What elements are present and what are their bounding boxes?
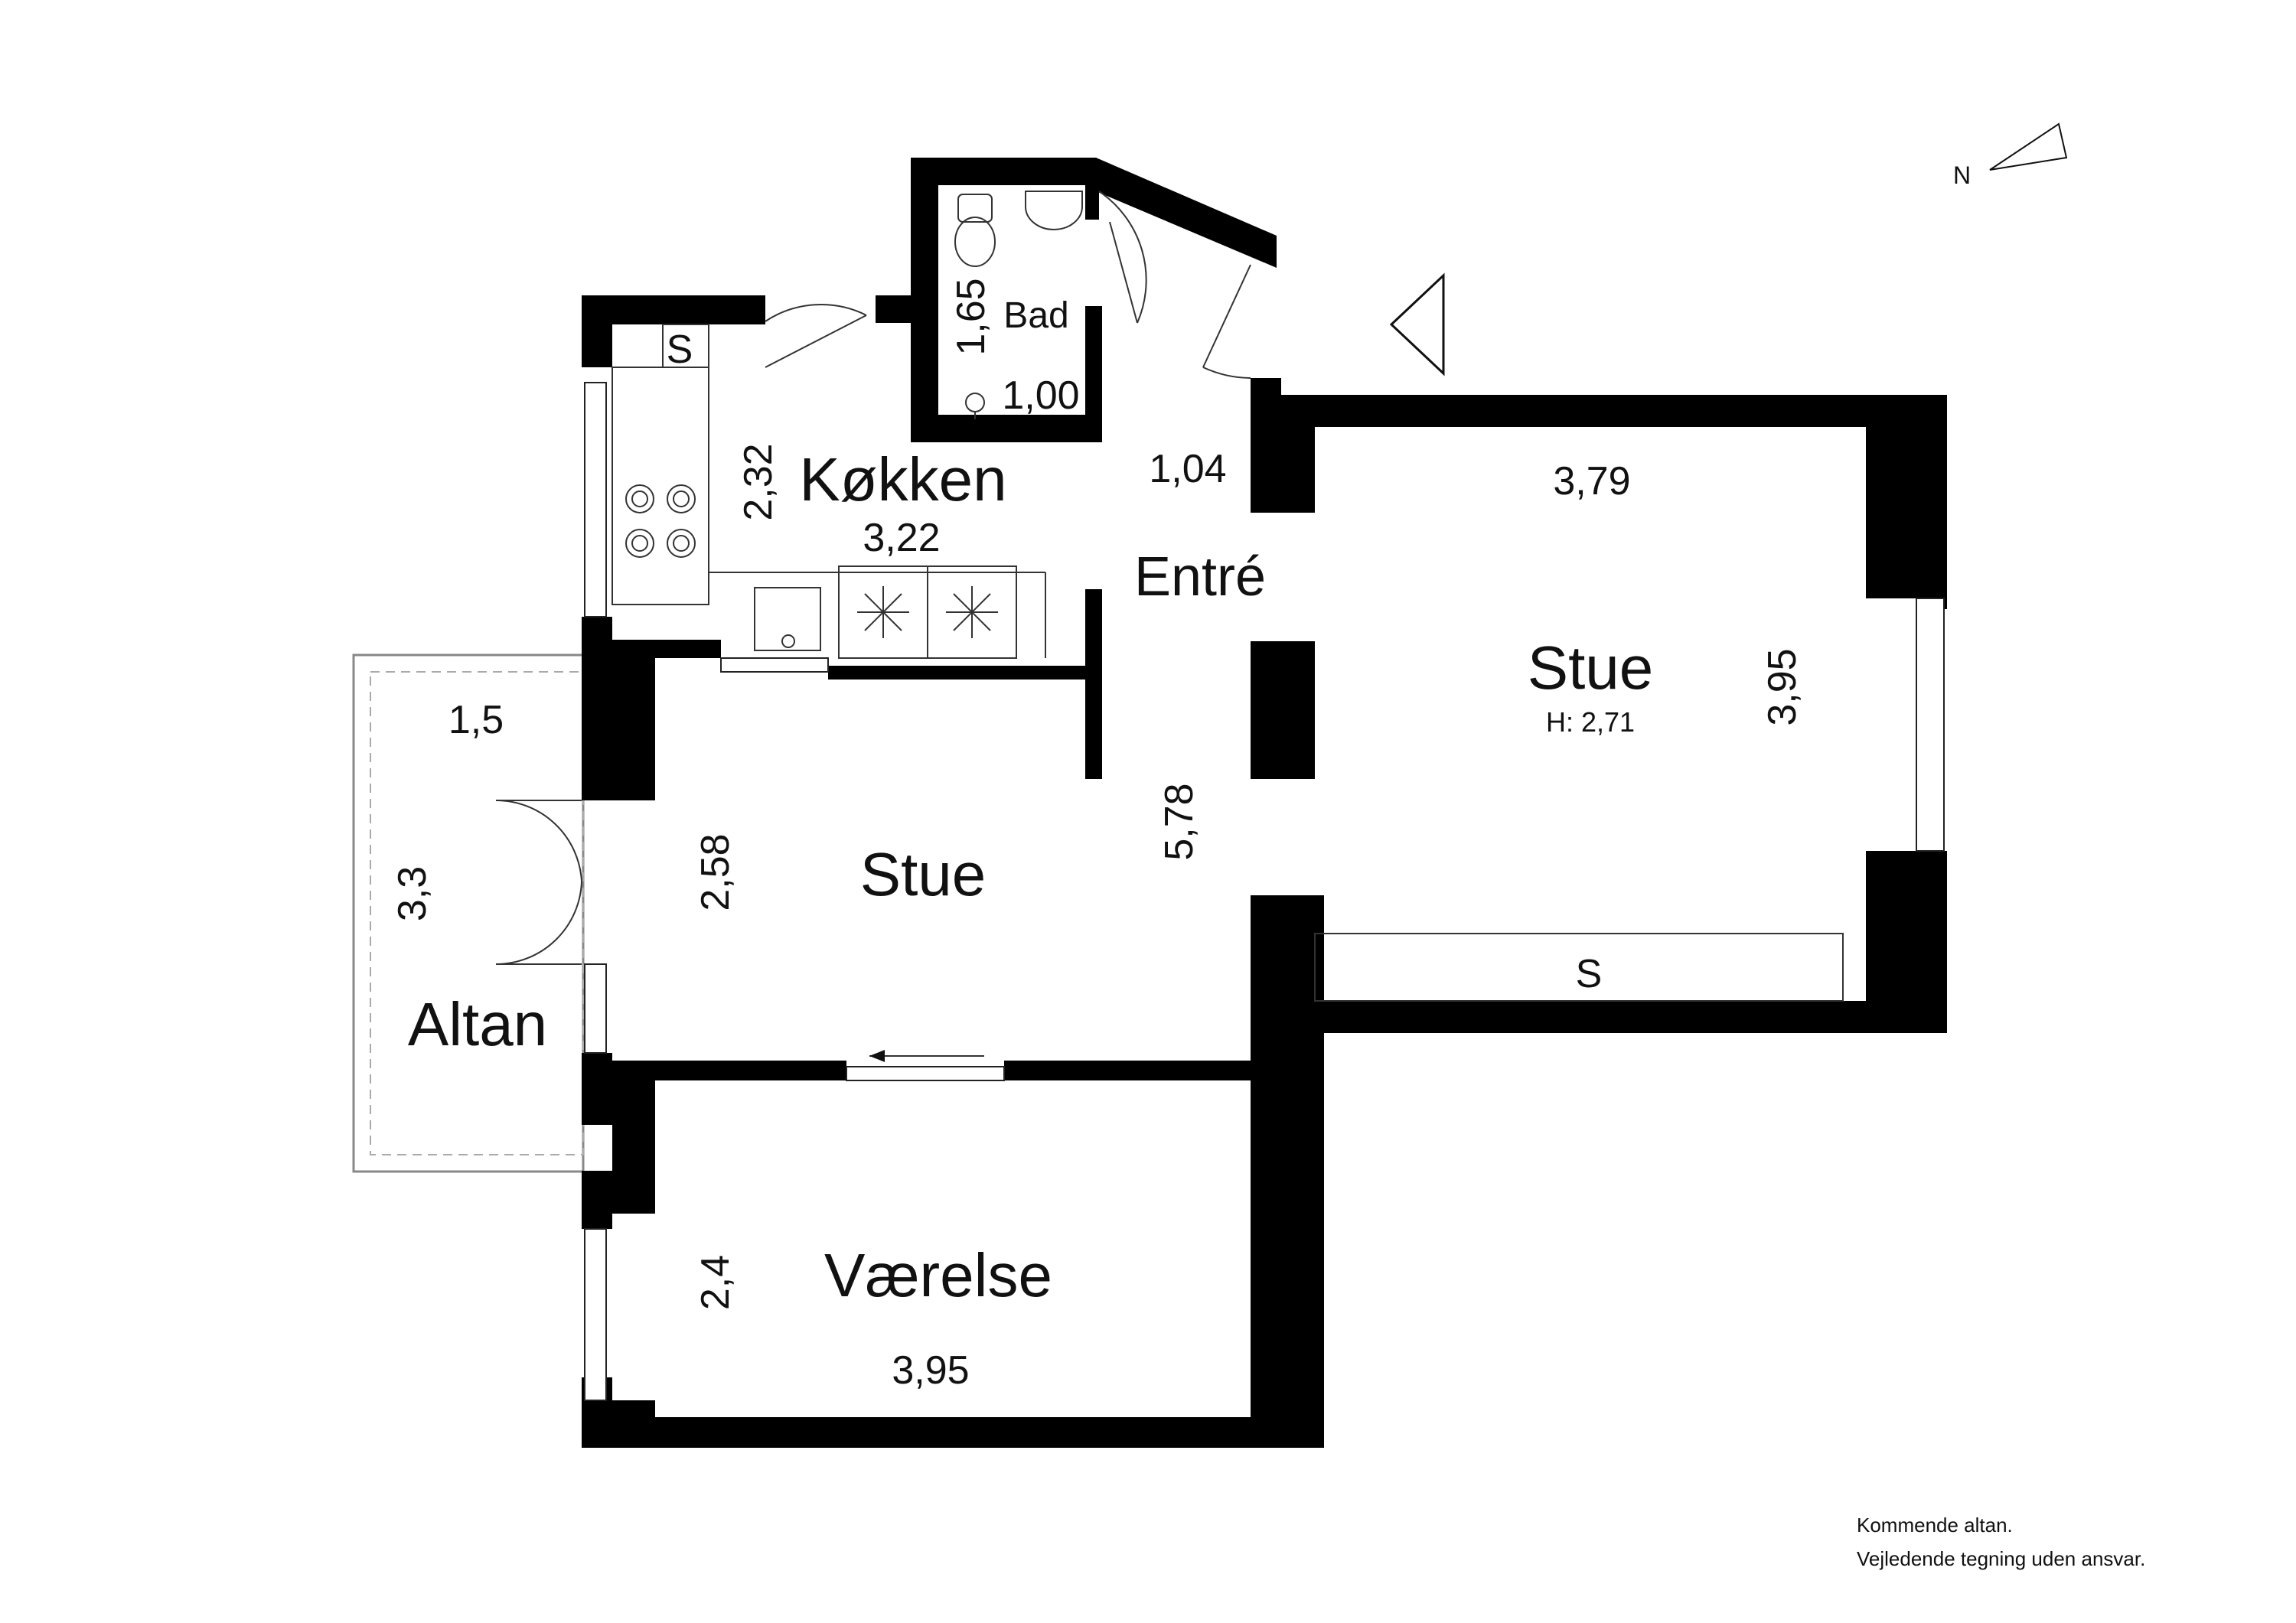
- entrance-marker-icon: [1389, 272, 1445, 376]
- compass-label: N: [1953, 161, 1971, 189]
- room-kitchen-name: Køkken: [799, 445, 1006, 513]
- stove-icon: [625, 484, 696, 558]
- closet-kitchen-label: S: [667, 328, 693, 372]
- sink-icon: [754, 587, 821, 651]
- north-arrow-icon: [1989, 122, 2068, 171]
- room-kitchen-dim-v: 2,32: [736, 443, 781, 520]
- room-balcony-name: Altan: [408, 990, 547, 1058]
- doors: [495, 191, 1251, 1062]
- room-living-right-height: H: 2,71: [1546, 706, 1635, 738]
- compass: N: [1953, 122, 2068, 189]
- room-bath-dim-h: 1,00: [1002, 373, 1079, 418]
- bath-fixtures: [954, 191, 1083, 419]
- cabinet-icon: [838, 565, 1017, 659]
- room-bath-dim-v: 1,65: [949, 278, 993, 355]
- room-living-left-dim-long: 5,78: [1157, 783, 1202, 860]
- note-line-1: Kommende altan.: [1857, 1514, 2013, 1537]
- washbasin-icon: [1025, 191, 1083, 230]
- balcony: [352, 653, 585, 1173]
- room-entry-name: Entré: [1134, 546, 1266, 608]
- room-entry-dim: 1,04: [1149, 447, 1226, 491]
- toilet-icon: [954, 194, 996, 267]
- room-living-right-name: Stue: [1528, 634, 1654, 702]
- note-line-2: Vejledende tegning uden ansvar.: [1857, 1547, 2145, 1570]
- room-bedroom-name: Værelse: [824, 1241, 1052, 1309]
- kitchen-fixtures: [612, 324, 1046, 659]
- room-kitchen-dim-h: 3,22: [863, 516, 940, 560]
- room-living-right-dim-v: 3,95: [1760, 648, 1805, 725]
- room-bedroom-dim-h: 3,95: [892, 1348, 969, 1393]
- star-icon: [946, 586, 998, 638]
- shower-icon: [965, 393, 985, 419]
- closet: [1314, 933, 1844, 1002]
- room-living-left-name: Stue: [860, 840, 987, 908]
- walls: [582, 158, 1947, 1448]
- star-icon: [857, 586, 909, 638]
- closet-living-label: S: [1576, 952, 1603, 996]
- room-balcony-dim-h: 1,5: [448, 698, 504, 742]
- room-bedroom-dim-v: 2,4: [693, 1255, 738, 1310]
- room-living-right-dim-h: 3,79: [1553, 459, 1630, 504]
- room-living-left-dim-v: 2,58: [693, 833, 738, 911]
- windows: [584, 382, 1945, 1401]
- room-balcony-dim-v: 3,3: [390, 866, 435, 921]
- room-bath-name: Bad: [1003, 295, 1068, 336]
